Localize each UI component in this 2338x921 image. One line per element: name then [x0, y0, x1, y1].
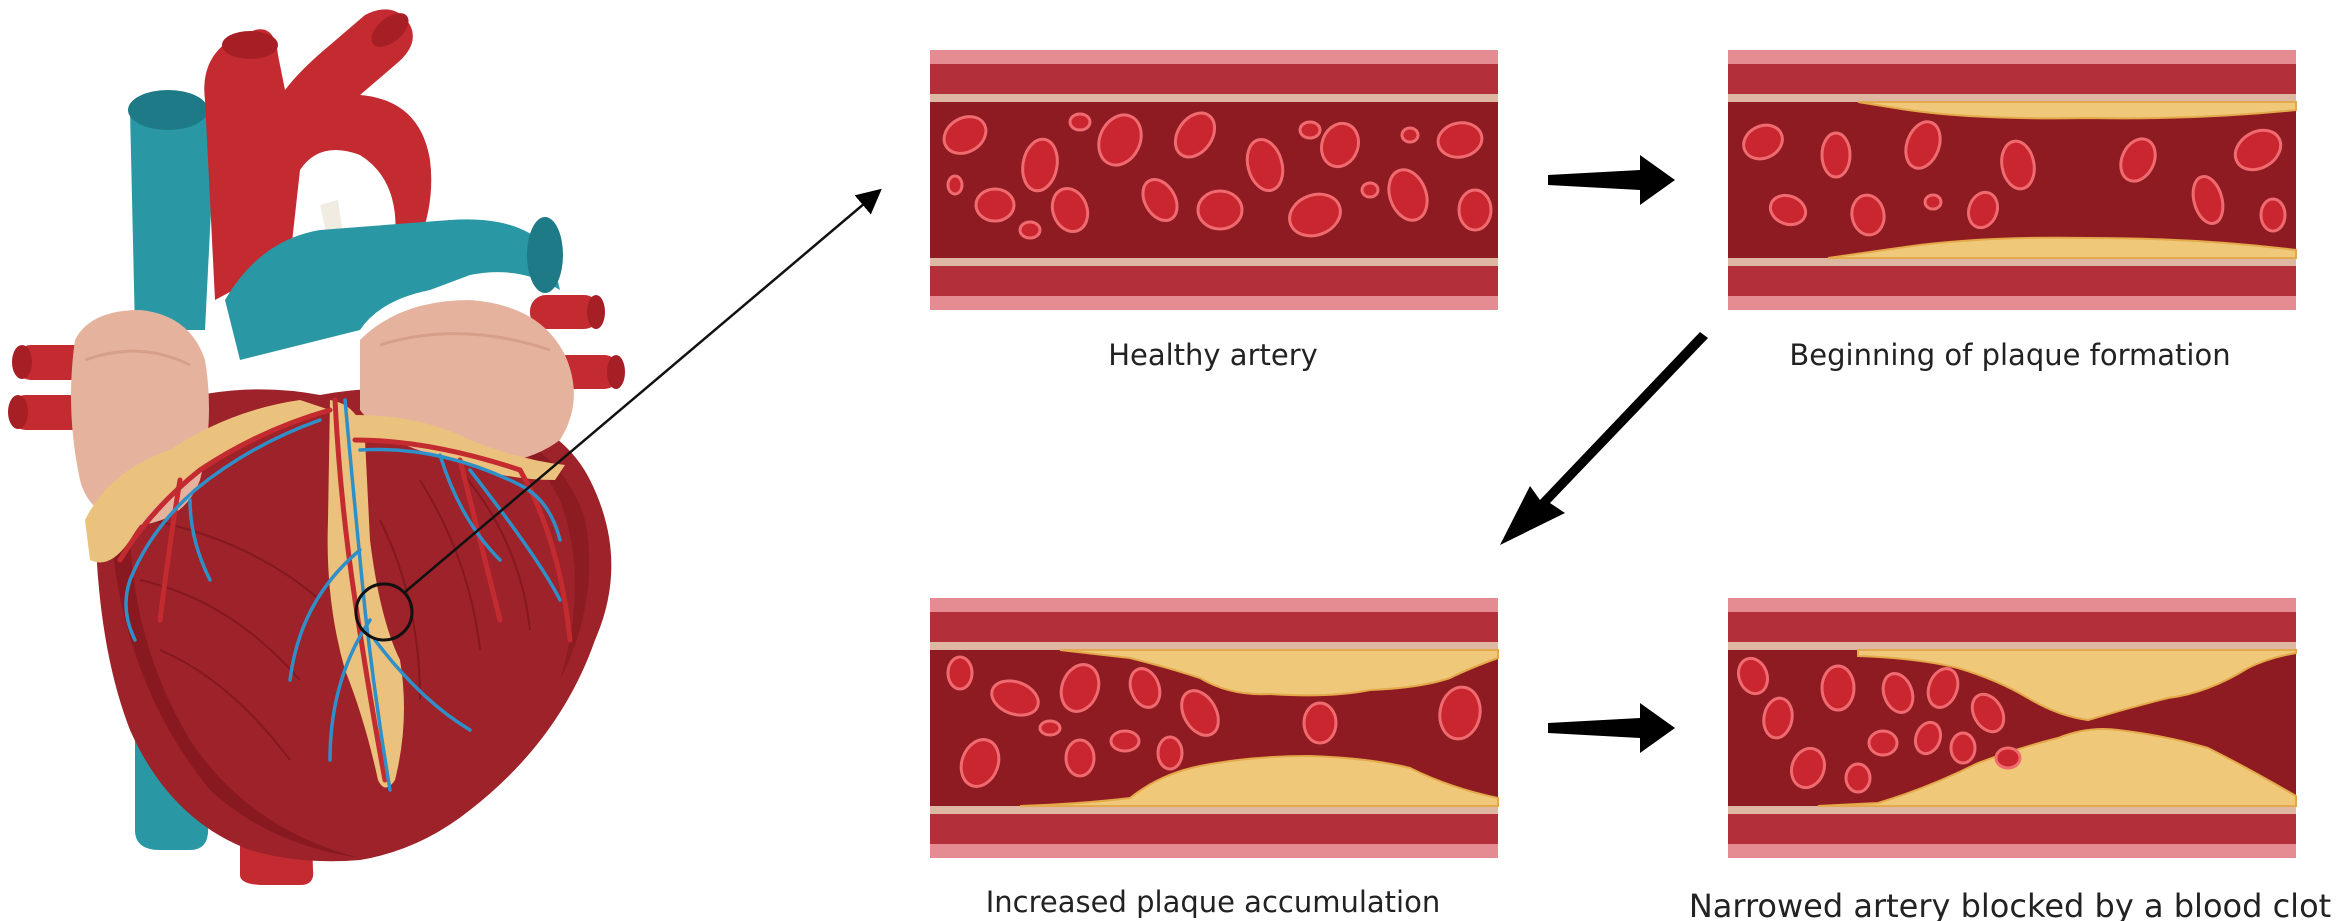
- artery-panel-healthy: [930, 50, 1498, 310]
- artery-panel-beginning: [1728, 50, 2296, 310]
- caption-beginning: Beginning of plaque formation: [1789, 338, 2230, 372]
- caption-increased: Increased plaque accumulation: [986, 885, 1440, 919]
- heart-illustration: [8, 7, 625, 885]
- artery-panel-narrowed: [1728, 598, 2296, 858]
- artery-panel-increased: [930, 598, 1498, 858]
- arrow-beginning-to-increased: [1500, 332, 1708, 545]
- caption-healthy: Healthy artery: [1108, 338, 1318, 372]
- arrow-increased-to-narrowed: [1548, 703, 1675, 753]
- arrow-healthy-to-beginning: [1548, 155, 1675, 205]
- caption-narrowed: Narrowed artery blocked by a blood clot: [1689, 887, 2331, 921]
